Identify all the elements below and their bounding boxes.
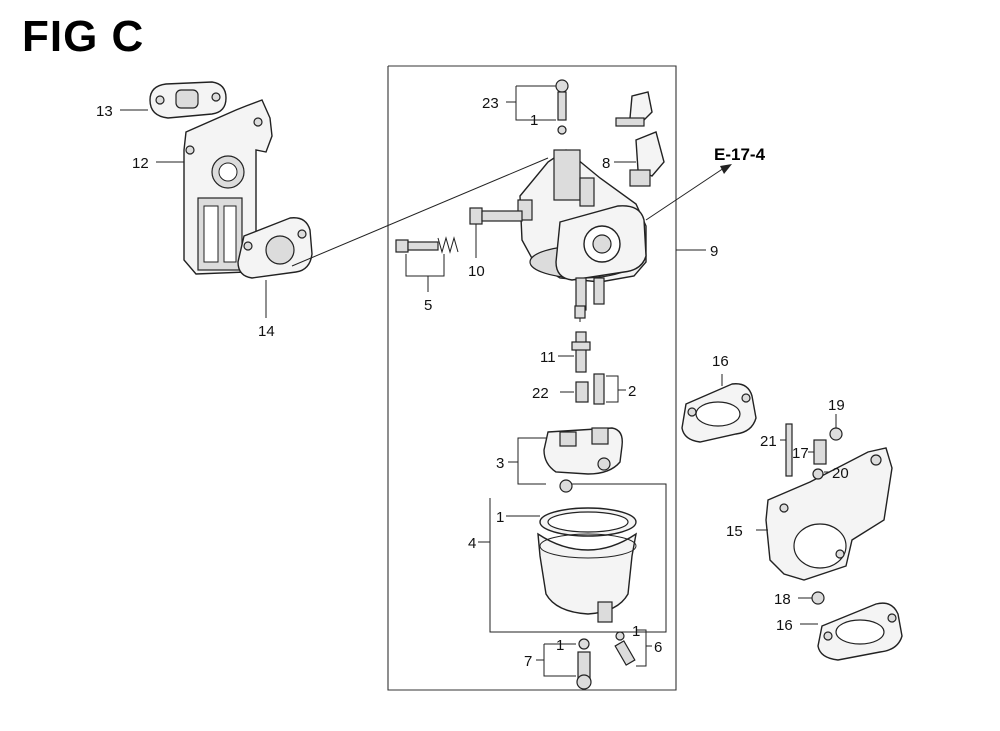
part-6-drain-screw: [614, 631, 636, 666]
callout-20: 20: [832, 465, 849, 482]
part-10-screw: [469, 207, 523, 225]
carburetor-body: [517, 149, 647, 322]
callout-10: 10: [468, 263, 485, 280]
callout-3: 3: [496, 455, 504, 472]
callout-17: 17: [792, 445, 809, 462]
part-4-bracket: [489, 483, 667, 633]
part-7-bolt: [576, 638, 592, 690]
part-4-float-chamber: [537, 479, 637, 623]
callout-4: 4: [468, 535, 476, 552]
part-18-nut: [811, 591, 825, 605]
part-15-insulator-plate: [765, 447, 893, 581]
callout-12: 12: [132, 155, 149, 172]
figure-title: FIG C: [22, 12, 145, 61]
part-21-stud: [785, 423, 793, 477]
callout-6: 6: [654, 639, 662, 656]
callout-14: 14: [258, 323, 275, 340]
part-12-bracket: [183, 99, 273, 275]
part-20-washer: [812, 468, 824, 480]
callout-19: 19: [828, 397, 845, 414]
callout-15: 15: [726, 523, 743, 540]
callout-23: 23: [482, 95, 499, 112]
callout-9: 9: [710, 243, 718, 260]
callout-5: 5: [424, 297, 432, 314]
callout-11: 11: [540, 349, 556, 366]
callout-2: 2: [628, 383, 636, 400]
part-2-jet: [593, 373, 605, 405]
reference-label: E-17-4: [714, 145, 766, 164]
part-17-nut: [813, 439, 827, 465]
callout-7: 7: [524, 653, 532, 670]
callout-22: 22: [532, 385, 549, 402]
callout-1-drain: 1: [632, 623, 640, 640]
part-19-screw: [829, 427, 843, 441]
part-3-float: [543, 427, 623, 475]
callout-8: 8: [602, 155, 610, 172]
part-16-gasket-bottom: [817, 602, 903, 661]
part-11-nozzle: [571, 331, 591, 373]
part-23-screw: [555, 79, 569, 135]
callout-1-oring: 1: [496, 509, 504, 526]
callout-21: 21: [760, 433, 777, 450]
callout-16-bottom: 16: [776, 617, 793, 634]
assembly-frame: [387, 65, 677, 691]
part-14-gasket: [237, 217, 313, 279]
callout-16-top: 16: [712, 353, 729, 370]
callout-13: 13: [96, 103, 113, 120]
part-22-jet: [575, 381, 589, 403]
callout-1-bolt: 1: [556, 637, 564, 654]
part-16-gasket-top: [681, 383, 757, 443]
callout-1-top: 1: [530, 112, 538, 129]
part-8-choke-lever: [615, 91, 665, 187]
callout-18: 18: [774, 591, 791, 608]
part-13-gasket: [149, 81, 227, 119]
part-5-screw-spring: [395, 236, 459, 254]
